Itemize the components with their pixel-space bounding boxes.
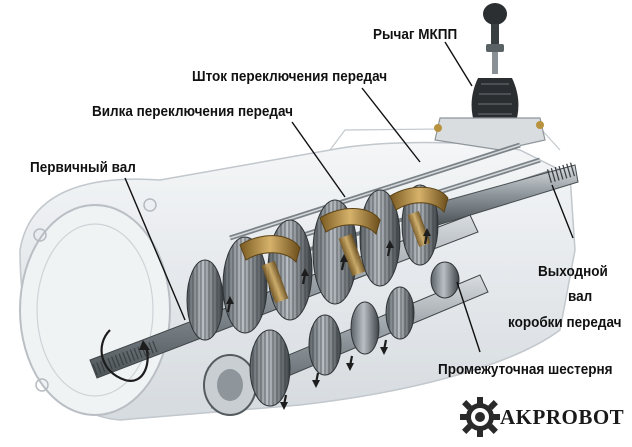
leader-countershaft-gear bbox=[456, 281, 481, 353]
rotation-arrows bbox=[100, 228, 431, 410]
logo-text: AKPROBOT bbox=[500, 405, 625, 429]
leader-output-shaft bbox=[551, 184, 574, 239]
shift-lever bbox=[434, 3, 546, 151]
label-output-shaft-line2: вал bbox=[568, 288, 593, 305]
label-input-shaft: Первичный вал bbox=[30, 159, 136, 176]
akprobot-logo: AKPROBOT bbox=[458, 392, 628, 442]
label-countershaft-gear: Промежуточная шестерня bbox=[438, 361, 613, 378]
label-output-shaft-line1: Выходной bbox=[538, 263, 608, 280]
leader-lines bbox=[124, 41, 574, 353]
label-shift-rod: Шток переключения передач bbox=[192, 68, 388, 85]
countershaft bbox=[203, 261, 489, 416]
label-output-shaft-line3: коробки передач bbox=[508, 314, 622, 331]
leader-shift-fork bbox=[291, 121, 346, 198]
shift-forks bbox=[239, 186, 449, 304]
label-shift-lever: Рычаг МКПП bbox=[373, 26, 458, 43]
label-shift-fork: Вилка переключения передач bbox=[92, 103, 293, 120]
gear-robot-icon bbox=[460, 397, 500, 437]
leader-shift-rod bbox=[361, 87, 421, 163]
leader-shift-lever bbox=[444, 41, 473, 87]
output-shaft bbox=[429, 162, 579, 226]
leader-input-shaft bbox=[124, 177, 186, 321]
